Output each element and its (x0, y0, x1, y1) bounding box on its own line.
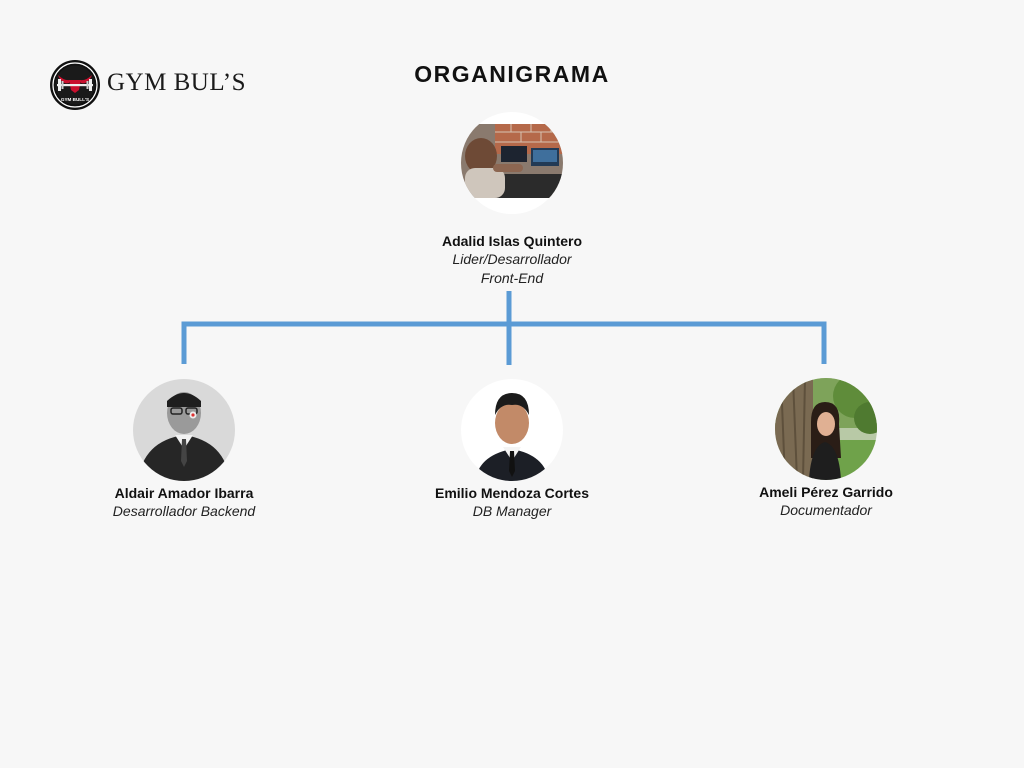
bull-badge-icon: GYM BULL'S (50, 60, 100, 110)
member-role: Documentador (780, 502, 872, 518)
org-node-member: Aldair Amador Ibarra Desarrollador Backe… (64, 379, 304, 521)
member-role: Desarrollador Backend (112, 503, 256, 519)
leader-name: Adalid Islas Quintero (441, 233, 583, 249)
leader-role-line-2: Front-End (480, 270, 544, 286)
page-title: ORGANIGRAMA (414, 61, 610, 87)
logo-wordmark: GYM BUL’S (107, 69, 247, 96)
gym-bulls-logo: GYM BULL'S GYM BUL’S (49, 59, 259, 111)
org-node-member: Ameli Pérez Garrido Documentador (706, 378, 946, 520)
member-photo-aldair (133, 379, 235, 481)
member-name: Emilio Mendoza Cortes (434, 485, 590, 501)
leader-role-line-1: Lider/Desarrollador (452, 251, 572, 267)
member-role: DB Manager (472, 503, 552, 519)
org-node-member: Emilio Mendoza Cortes DB Manager (392, 379, 632, 521)
member-photo-emilio (461, 379, 563, 481)
org-node-leader: Adalid Islas Quintero Lider/Desarrollado… (392, 112, 632, 288)
member-name: Ameli Pérez Garrido (759, 484, 893, 500)
member-name: Aldair Amador Ibarra (114, 485, 254, 501)
badge-text: GYM BULL'S (61, 97, 89, 102)
leader-photo (461, 112, 563, 214)
member-photo-ameli (775, 378, 877, 480)
